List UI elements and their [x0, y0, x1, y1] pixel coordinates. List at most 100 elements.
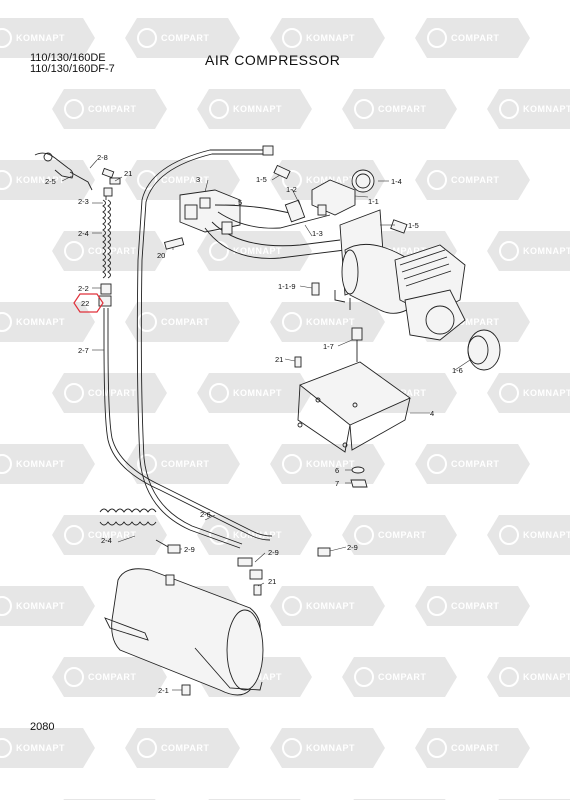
- air-tank-assembly: [99, 508, 331, 696]
- watermark-text: KOMNAPT: [233, 388, 282, 398]
- long-air-line: [136, 145, 274, 549]
- watermark-text: KOMNAPT: [306, 743, 355, 753]
- watermark-badge: KOMNAPT: [487, 231, 570, 271]
- watermark-text: KOMNAPT: [233, 246, 282, 256]
- watermark-text: COMPART: [451, 459, 499, 469]
- mounting-bracket: [294, 327, 411, 488]
- watermark-text: COMPART: [88, 246, 136, 256]
- watermark-text: KOMNAPT: [16, 317, 65, 327]
- watermark-badge: KOMNAPT: [487, 373, 570, 413]
- watermark-badge: KOMNAPT: [0, 586, 95, 626]
- watermark-text: COMPART: [378, 246, 426, 256]
- callout-2-9-b: 2-9: [268, 548, 279, 557]
- callout-2-9-a: 2-9: [184, 545, 195, 554]
- callout-1-4: 1-4: [391, 177, 402, 186]
- callout-7: 7: [335, 479, 339, 488]
- callout-20: 20: [157, 251, 165, 260]
- watermark-badge: COMPART: [52, 657, 167, 697]
- watermark-badge: KOMNAPT: [270, 728, 385, 768]
- watermark-text: KOMNAPT: [233, 530, 282, 540]
- callout-1-6: 1-6: [452, 366, 463, 375]
- watermark-badge: KOMNAPT: [197, 373, 312, 413]
- watermark-badge: COMPART: [415, 160, 530, 200]
- watermark-badge: KOMNAPT: [270, 586, 385, 626]
- watermark-badge: KOMNAPT: [0, 18, 95, 58]
- watermark-badge: KOMNAPT: [197, 89, 312, 129]
- watermark-text: COMPART: [378, 672, 426, 682]
- callout-1-1-9: 1-1-9: [278, 282, 296, 291]
- watermark-badge: COMPART: [342, 89, 457, 129]
- watermark-text: COMPART: [161, 743, 209, 753]
- watermark-text: KOMNAPT: [16, 33, 65, 43]
- callout-21-bot: 21: [268, 577, 276, 586]
- callout-2-7: 2-7: [78, 346, 89, 355]
- callout-1-1: 1-1: [368, 197, 379, 206]
- watermark-text: KOMNAPT: [523, 672, 570, 682]
- callout-4: 4: [430, 409, 434, 418]
- gauge-and-fittings: [273, 164, 408, 234]
- watermark-badge: COMPART: [52, 89, 167, 129]
- callout-21-top: 21: [124, 169, 132, 178]
- watermark-badge: COMPART: [125, 728, 240, 768]
- watermark-text: KOMNAPT: [16, 175, 65, 185]
- watermark-text: KOMNAPT: [306, 459, 355, 469]
- callout-2-2: 2-2: [78, 284, 89, 293]
- watermark-badge: KOMNAPT: [270, 18, 385, 58]
- callout-6: 6: [335, 466, 339, 475]
- watermark-text: COMPART: [88, 530, 136, 540]
- callout-2-1: 2-1: [158, 686, 169, 695]
- watermark-text: COMPART: [451, 601, 499, 611]
- watermark-badge: COMPART: [415, 18, 530, 58]
- watermark-text: KOMNAPT: [16, 459, 65, 469]
- watermark-text: COMPART: [88, 672, 136, 682]
- callout-2-8: 2-8: [97, 153, 108, 162]
- callout-2-5: 2-5: [45, 177, 56, 186]
- compressor-body: [311, 209, 501, 371]
- watermark-badge: KOMNAPT: [270, 302, 385, 342]
- page-number: 2080: [30, 721, 55, 733]
- watermark-badge: COMPART: [125, 18, 240, 58]
- watermark-text: COMPART: [161, 317, 209, 327]
- watermark-text: COMPART: [378, 104, 426, 114]
- watermark-text: KOMNAPT: [306, 317, 355, 327]
- watermark-badge: COMPART: [125, 444, 240, 484]
- watermark-badge: COMPART: [415, 444, 530, 484]
- callout-1-5-top: 1-5: [256, 175, 267, 184]
- watermark-badge: KOMNAPT: [0, 444, 95, 484]
- callout-21-mid: 21: [275, 355, 283, 364]
- callout-2-9-c: 2-9: [347, 543, 358, 552]
- watermark-text: KOMNAPT: [523, 530, 570, 540]
- callout-2-3: 2-3: [78, 197, 89, 206]
- watermark-badge: COMPART: [342, 515, 457, 555]
- leader-lines: [61, 159, 471, 691]
- model-line-2: 110/130/160DF-7: [30, 63, 115, 75]
- watermark-text: COMPART: [451, 743, 499, 753]
- pressure-switch-assembly: [163, 189, 346, 259]
- callout-1-2: 1-2: [286, 185, 297, 194]
- watermark-badge: COMPART: [415, 728, 530, 768]
- callout-2-4-top: 2-4: [78, 229, 89, 238]
- watermark-text: KOMNAPT: [16, 743, 65, 753]
- watermark-text: KOMNAPT: [306, 33, 355, 43]
- callout-5: 5: [238, 198, 242, 207]
- watermark-badge: KOMNAPT: [270, 444, 385, 484]
- watermark-text: KOMNAPT: [233, 104, 282, 114]
- page-title: AIR COMPRESSOR: [205, 52, 341, 68]
- watermark-text: COMPART: [88, 388, 136, 398]
- watermark-badge: KOMNAPT: [0, 302, 95, 342]
- watermark-layer: KOMNAPT COMPART KOMNAPT COMPART COMPART KOMNA…: [0, 18, 570, 800]
- watermark-text: KOMNAPT: [523, 246, 570, 256]
- watermark-badge: KOMNAPT: [487, 515, 570, 555]
- callout-1-7: 1-7: [323, 342, 334, 351]
- callout-labels: 2-5 2-8 21 2-3 2-4 2-2 22 2-7 3 5 20 1-5…: [45, 153, 463, 695]
- watermark-text: KOMNAPT: [523, 104, 570, 114]
- watermark-badge: COMPART: [342, 657, 457, 697]
- watermark-badge: COMPART: [415, 586, 530, 626]
- watermark-text: COMPART: [88, 104, 136, 114]
- watermark-text: KOMNAPT: [306, 601, 355, 611]
- watermark-badge: KOMNAPT: [487, 89, 570, 129]
- watermark-text: COMPART: [161, 175, 209, 185]
- watermark-badge: KOMNAPT: [487, 657, 570, 697]
